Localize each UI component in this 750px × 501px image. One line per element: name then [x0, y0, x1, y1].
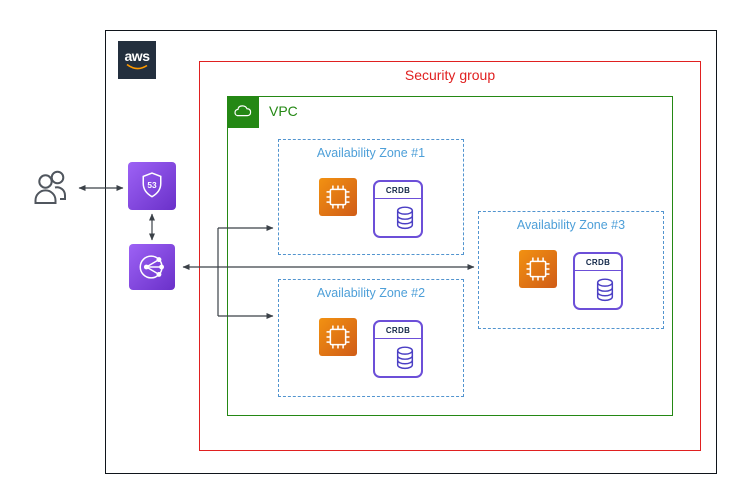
availability-zone-3-label: Availability Zone #3	[516, 218, 626, 232]
crdb-label: CRDB	[375, 182, 421, 199]
ec2-chip-icon	[319, 178, 357, 216]
vpc-boundary: VPC Availability Zone #1	[227, 96, 673, 416]
security-group-label: Security group	[404, 67, 496, 83]
users-icon	[34, 170, 66, 204]
crdb-label: CRDB	[575, 254, 621, 271]
crdb-node: CRDB	[373, 320, 423, 378]
route53-shield-icon: 53	[128, 162, 176, 210]
database-cylinder-icon	[596, 278, 614, 302]
aws-logo-text: aws	[124, 47, 150, 64]
vpc-cloud-icon	[227, 96, 259, 128]
availability-zone-3: Availability Zone #3	[478, 211, 664, 329]
database-cylinder-icon	[396, 206, 414, 230]
availability-zone-1: Availability Zone #1	[278, 139, 464, 255]
route53-badge: 53	[147, 180, 157, 190]
crdb-label: CRDB	[375, 322, 421, 339]
aws-smile-icon	[126, 63, 148, 69]
availability-zone-1-label: Availability Zone #1	[316, 146, 426, 160]
crdb-node: CRDB	[573, 252, 623, 310]
load-balancer-icon	[129, 244, 175, 290]
ec2-chip-icon	[519, 250, 557, 288]
vpc-label: VPC	[269, 103, 298, 119]
aws-logo: aws	[118, 41, 156, 79]
security-group-boundary: Security group VPC Availability Zone #1	[199, 61, 701, 451]
aws-cloud-boundary: aws Security group VPC Availability Zone…	[105, 30, 717, 474]
availability-zone-2: Availability Zone #2	[278, 279, 464, 397]
availability-zone-2-label: Availability Zone #2	[316, 286, 426, 300]
ec2-chip-icon	[319, 318, 357, 356]
database-cylinder-icon	[396, 346, 414, 370]
crdb-node: CRDB	[373, 180, 423, 238]
